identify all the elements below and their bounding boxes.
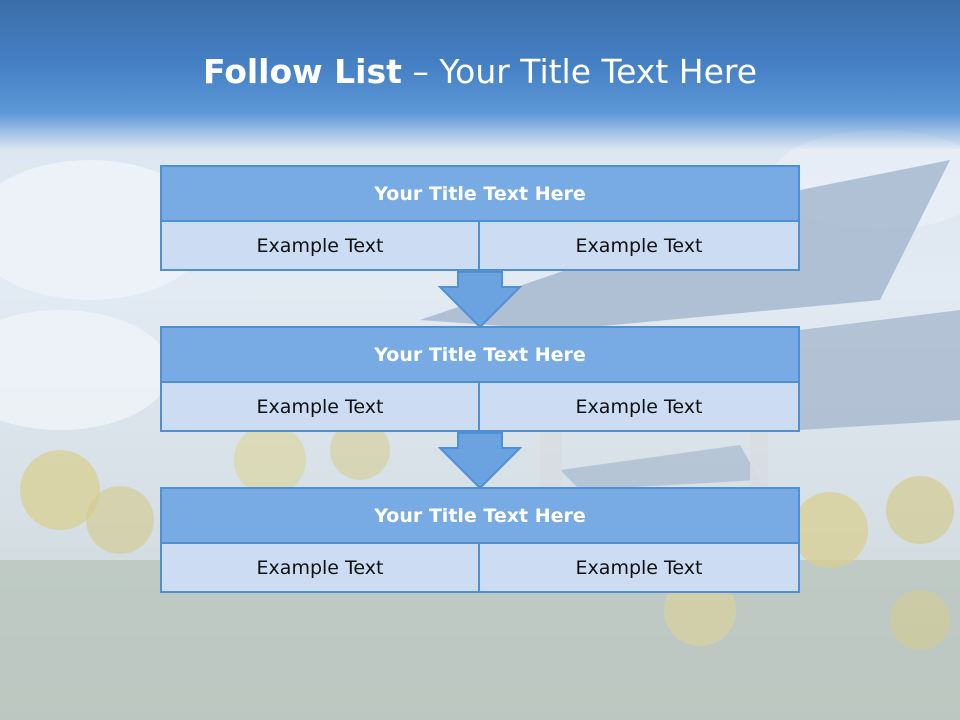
block-title: Your Title Text Here <box>160 487 800 544</box>
list-block-1: Your Title Text Here Example Text Exampl… <box>160 165 800 271</box>
block-cell-right: Example Text <box>480 544 800 593</box>
block-title: Your Title Text Here <box>160 326 800 383</box>
block-cell-left: Example Text <box>160 544 480 593</box>
slide-title-rest: – Your Title Text Here <box>401 52 758 91</box>
list-block-3: Your Title Text Here Example Text Exampl… <box>160 487 800 593</box>
block-cell-left: Example Text <box>160 222 480 271</box>
block-cell-right: Example Text <box>480 383 800 432</box>
block-title: Your Title Text Here <box>160 165 800 222</box>
title-bar <box>0 0 960 150</box>
down-arrow-icon <box>438 432 522 490</box>
list-block-2: Your Title Text Here Example Text Exampl… <box>160 326 800 432</box>
block-row: Example Text Example Text <box>160 222 800 271</box>
slide-title-bold: Follow List <box>202 52 402 91</box>
block-row: Example Text Example Text <box>160 544 800 593</box>
down-arrow-icon <box>438 271 522 329</box>
block-row: Example Text Example Text <box>160 383 800 432</box>
block-cell-right: Example Text <box>480 222 800 271</box>
block-cell-left: Example Text <box>160 383 480 432</box>
slide-title: Follow List – Your Title Text Here <box>0 52 960 91</box>
